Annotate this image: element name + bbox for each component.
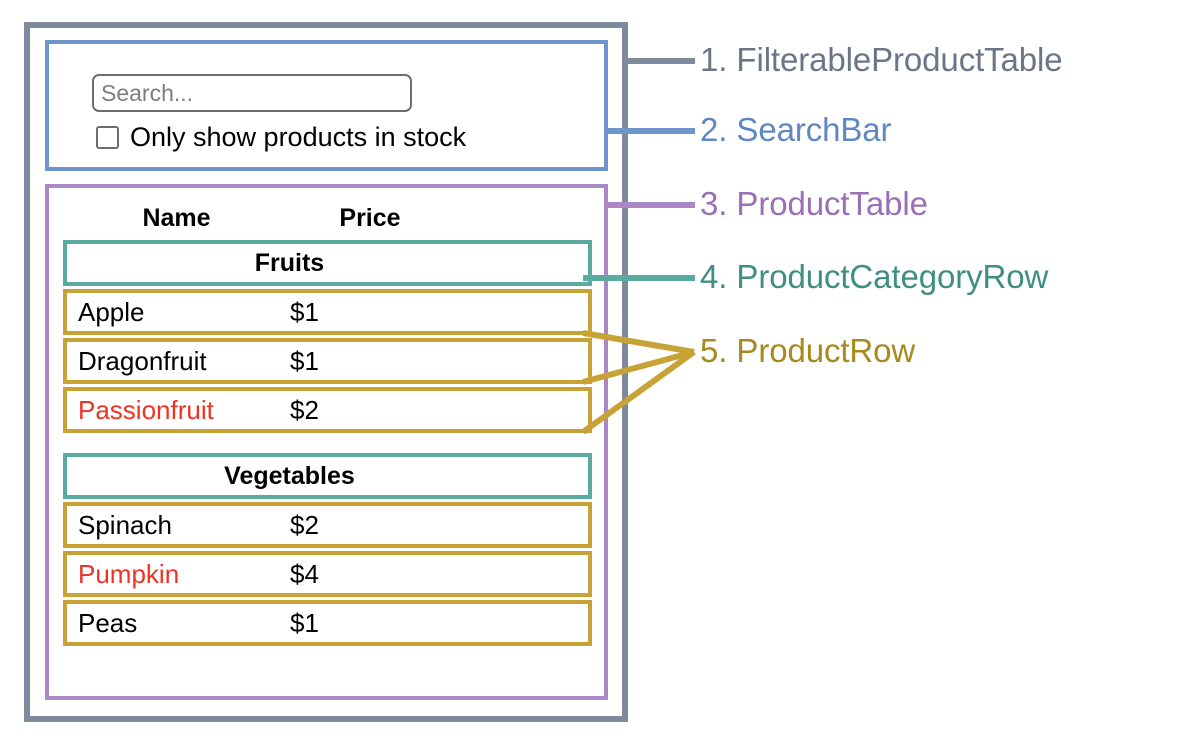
- product-category-label: Fruits: [254, 248, 325, 277]
- product-table-body: Name Price Fruits Apple $1 Dragonfruit $…: [63, 196, 592, 649]
- in-stock-checkbox-label: Only show products in stock: [130, 122, 467, 152]
- product-price: $2: [290, 395, 319, 425]
- callout-name: SearchBar: [736, 111, 892, 148]
- product-category-row: Fruits: [63, 240, 592, 286]
- product-category-row: Vegetables: [63, 453, 592, 499]
- product-row: Passionfruit $2: [63, 387, 592, 433]
- callout-name: ProductTable: [736, 185, 928, 222]
- checkbox-icon[interactable]: [96, 126, 119, 149]
- product-price: $1: [290, 346, 319, 376]
- callout-2-search-bar: 2. SearchBar: [700, 111, 892, 149]
- product-row: Apple $1: [63, 289, 592, 335]
- product-name: Peas: [78, 608, 138, 638]
- search-input[interactable]: Search...: [92, 74, 412, 112]
- product-row: Pumpkin $4: [63, 551, 592, 597]
- product-name: Spinach: [78, 510, 172, 540]
- callout-1-filterable-product-table: 1. FilterableProductTable: [700, 41, 1063, 79]
- callout-number: 3.: [700, 185, 728, 222]
- product-name: Dragonfruit: [78, 346, 207, 376]
- product-price: $1: [290, 297, 319, 327]
- product-row: Dragonfruit $1: [63, 338, 592, 384]
- callout-number: 4.: [700, 258, 728, 295]
- product-price: $4: [290, 559, 319, 589]
- callout-4-product-category-row: 4. ProductCategoryRow: [700, 258, 1048, 296]
- callout-number: 2.: [700, 111, 728, 148]
- product-name: Pumpkin: [78, 559, 180, 589]
- product-row: Spinach $2: [63, 502, 592, 548]
- callout-name: ProductRow: [736, 332, 916, 369]
- product-table-frame: Name Price Fruits Apple $1 Dragonfruit $…: [45, 184, 608, 700]
- product-row: Peas $1: [63, 600, 592, 646]
- column-header-name: Name: [142, 203, 211, 232]
- product-name: Apple: [78, 297, 145, 327]
- callout-name: ProductCategoryRow: [736, 258, 1049, 295]
- leader-line-filterable-product-table: [628, 58, 695, 64]
- product-table-header-row: Name Price: [63, 196, 592, 240]
- in-stock-checkbox-row[interactable]: Only show products in stock: [96, 124, 466, 151]
- column-header-price: Price: [339, 203, 401, 232]
- group-spacer: [63, 436, 592, 453]
- callout-name: FilterableProductTable: [736, 41, 1063, 78]
- product-price: $2: [290, 510, 319, 540]
- leader-line-product-table: [604, 202, 695, 208]
- callout-number: 5.: [700, 332, 728, 369]
- callout-5-product-row: 5. ProductRow: [700, 332, 915, 370]
- callout-number: 1.: [700, 41, 728, 78]
- callout-3-product-table: 3. ProductTable: [700, 185, 928, 223]
- product-name: Passionfruit: [78, 395, 214, 425]
- product-price: $1: [290, 608, 319, 638]
- search-bar-frame: Search... Only show products in stock: [45, 40, 608, 171]
- leader-line-product-category-row: [583, 275, 695, 281]
- leader-line-search-bar: [604, 128, 695, 134]
- product-category-label: Vegetables: [224, 461, 355, 490]
